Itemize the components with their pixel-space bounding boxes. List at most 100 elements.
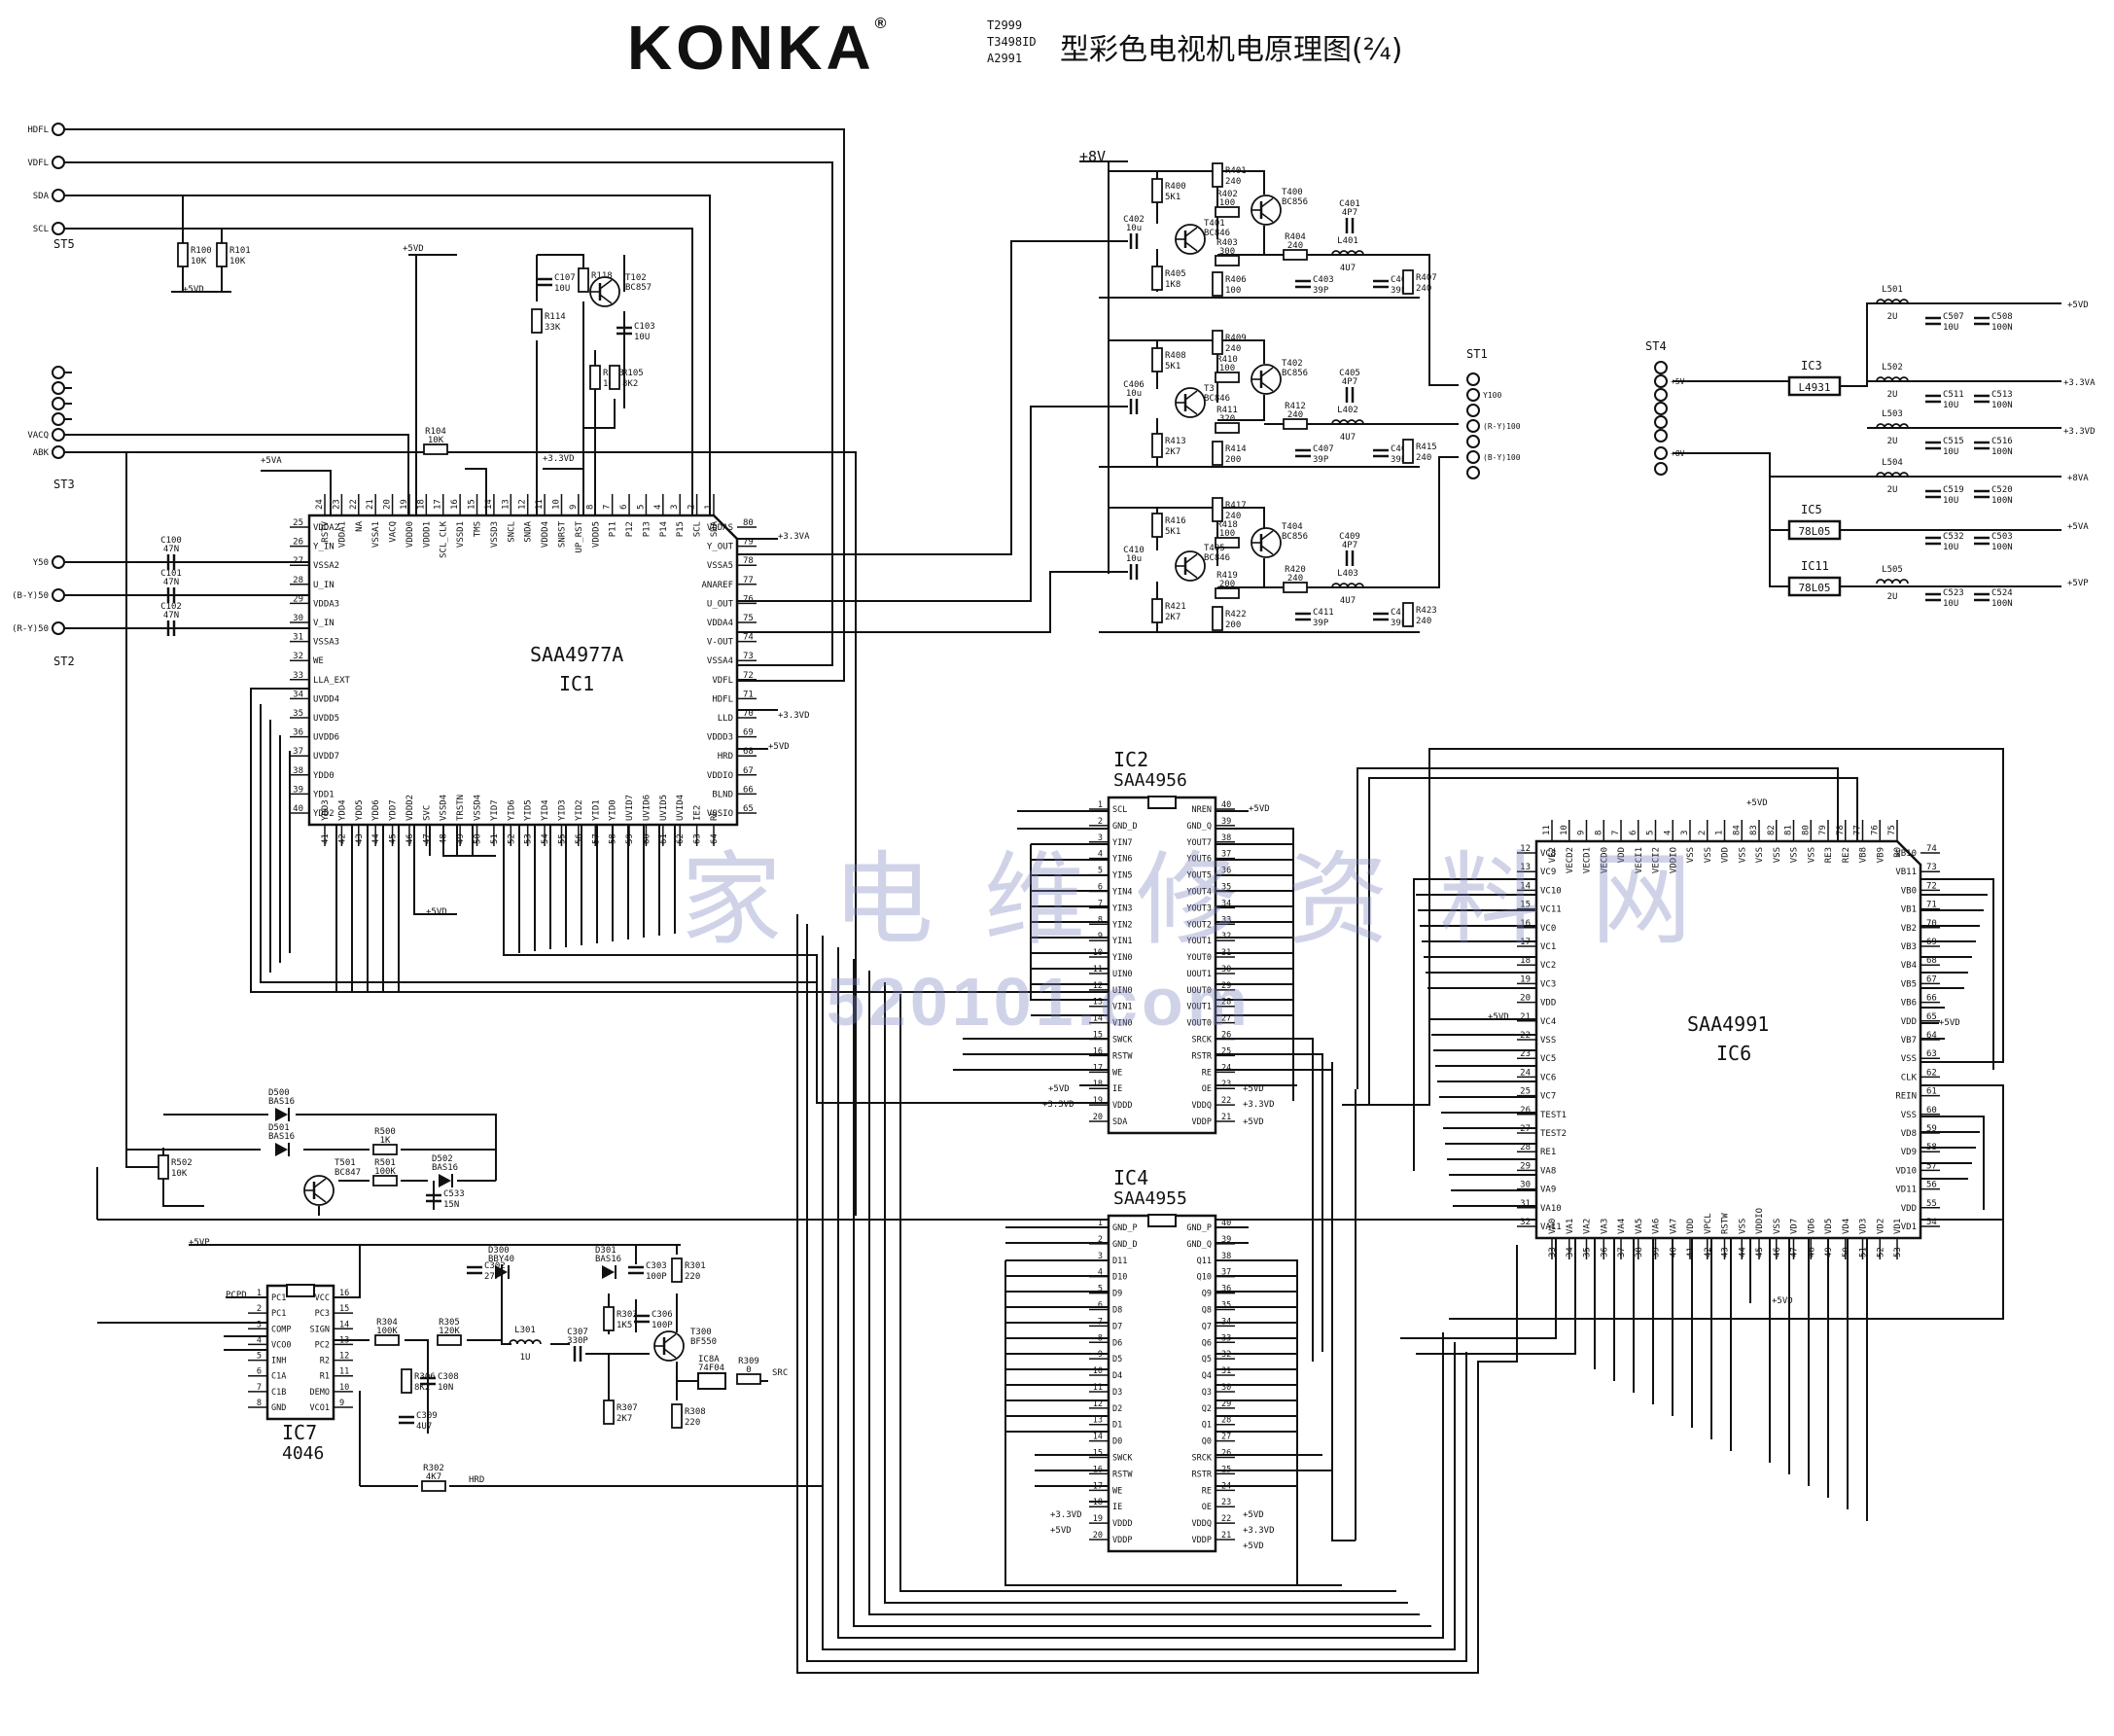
pin-name: IE2 — [693, 805, 703, 821]
pin-number: 59 — [625, 833, 635, 844]
component-ref: C533 — [443, 1189, 465, 1199]
pin-number: 51 — [1859, 1247, 1869, 1258]
pin-name: VDDIO — [1755, 1208, 1765, 1234]
component-ref: R417 — [1225, 501, 1247, 511]
pin-number: 29 — [293, 594, 303, 604]
pin-name: VA9 — [1540, 1186, 1556, 1195]
pin-name: YID7 — [490, 799, 500, 821]
pin-number: 10 — [551, 499, 561, 510]
connector-pin — [1654, 388, 1668, 402]
component-ref: L403 — [1337, 569, 1358, 579]
resistor-body — [372, 1144, 398, 1155]
pin-number: 4 — [1098, 850, 1103, 860]
pin-number: 37 — [1221, 850, 1231, 860]
component-ref: L502 — [1882, 363, 1903, 372]
component-value: 2U — [1887, 437, 1898, 446]
pin-name: VDDA1 — [337, 521, 347, 548]
component-ref: L501 — [1882, 285, 1903, 295]
pin-number: 37 — [293, 747, 303, 757]
pin-number: 42 — [337, 833, 347, 844]
pin-number: 18 — [416, 499, 426, 510]
pin-number: 28 — [1221, 998, 1231, 1008]
pin-number: 27 — [1221, 1433, 1231, 1442]
pin-number: 5 — [1098, 867, 1103, 876]
pin-number: 19 — [1093, 1096, 1103, 1106]
connector-pin-label: SDA — [33, 192, 50, 201]
pin-number: 83 — [1749, 825, 1759, 835]
pin-name: YOUT7 — [1186, 838, 1212, 848]
pin-name: Q7 — [1202, 1322, 1212, 1331]
pin-name: YOUT5 — [1186, 871, 1212, 881]
pin-name: VSSD3 — [490, 521, 500, 548]
diode-triangle — [602, 1265, 615, 1279]
pin-number: 27 — [293, 556, 303, 566]
pin-name: V-OUT — [707, 638, 734, 648]
transistor-type: BC856 — [1282, 532, 1308, 542]
component-ref: C103 — [634, 322, 655, 332]
component-value: 10u — [1126, 554, 1142, 564]
pin-name: VD5 — [1824, 1219, 1834, 1234]
pin-number: 9 — [339, 1399, 344, 1408]
transistor-emitter — [1184, 405, 1198, 415]
component-ref: C306 — [652, 1310, 673, 1320]
pin-name: VA11 — [1540, 1222, 1562, 1232]
pin-number: 30 — [1221, 1383, 1231, 1393]
pin-name: VA7 — [1669, 1219, 1678, 1234]
component-ref: C101 — [160, 569, 182, 579]
pin-name: YDD5 — [355, 799, 365, 821]
pin-number: 65 — [743, 804, 754, 814]
pin-name: RE — [1202, 1486, 1212, 1496]
pin-name: Q0 — [1202, 1437, 1212, 1447]
component-value: 1K — [380, 1136, 391, 1146]
pin-number: 25 — [1520, 1087, 1531, 1097]
pin-number: 59 — [1926, 1124, 1937, 1134]
pin-number: 1 — [704, 505, 714, 510]
net-label: +5VD — [1050, 1526, 1072, 1536]
pin-number: 27 — [1520, 1124, 1531, 1134]
pin-number: 31 — [293, 633, 303, 643]
transistor-ref: T3 — [1204, 384, 1215, 394]
pin-name: VC2 — [1540, 961, 1556, 971]
pin-name: VDD — [1721, 847, 1731, 863]
pin-name: VC4 — [1540, 1017, 1556, 1027]
component-value: 100K — [374, 1167, 396, 1177]
component-value: 1K8 — [1165, 280, 1180, 290]
pin-number: 22 — [1221, 1096, 1231, 1106]
diode-type: 74F04 — [698, 1364, 724, 1373]
pin-name: VDDD0 — [405, 521, 415, 548]
pin-name: GND_Q — [1186, 1240, 1212, 1250]
pin-number: 37 — [1617, 1247, 1627, 1258]
pin-number: 20 — [1520, 994, 1531, 1004]
pin-name: GND_P — [1112, 1223, 1138, 1233]
pin-number: 5 — [636, 505, 646, 510]
component-ref: C408 — [1391, 444, 1412, 454]
pin-name: VD7 — [1790, 1219, 1800, 1234]
connector-pin — [52, 588, 65, 602]
pin-name: SRCK — [1192, 1036, 1213, 1045]
component-ref: R401 — [1225, 166, 1247, 176]
pin-name: TMS — [474, 521, 483, 537]
transistor-type: BC857 — [625, 283, 652, 293]
pin-name: R2 — [320, 1357, 330, 1366]
component-ref: R410 — [1216, 355, 1238, 365]
component-value: 100 — [1219, 529, 1235, 539]
pin-number: 33 — [1221, 915, 1231, 925]
pin-number: 13 — [501, 499, 511, 510]
pin-number: 39 — [1221, 1235, 1231, 1245]
pin-name: D10 — [1112, 1273, 1127, 1283]
pin-name: YDD1 — [313, 790, 335, 799]
pin-name: VDFL — [712, 676, 733, 686]
pin-name: VDDA2 — [313, 523, 339, 533]
connector-pin — [1466, 419, 1480, 433]
pin-name: OE — [1202, 1503, 1212, 1512]
pin-name: VSSA5 — [707, 561, 733, 571]
